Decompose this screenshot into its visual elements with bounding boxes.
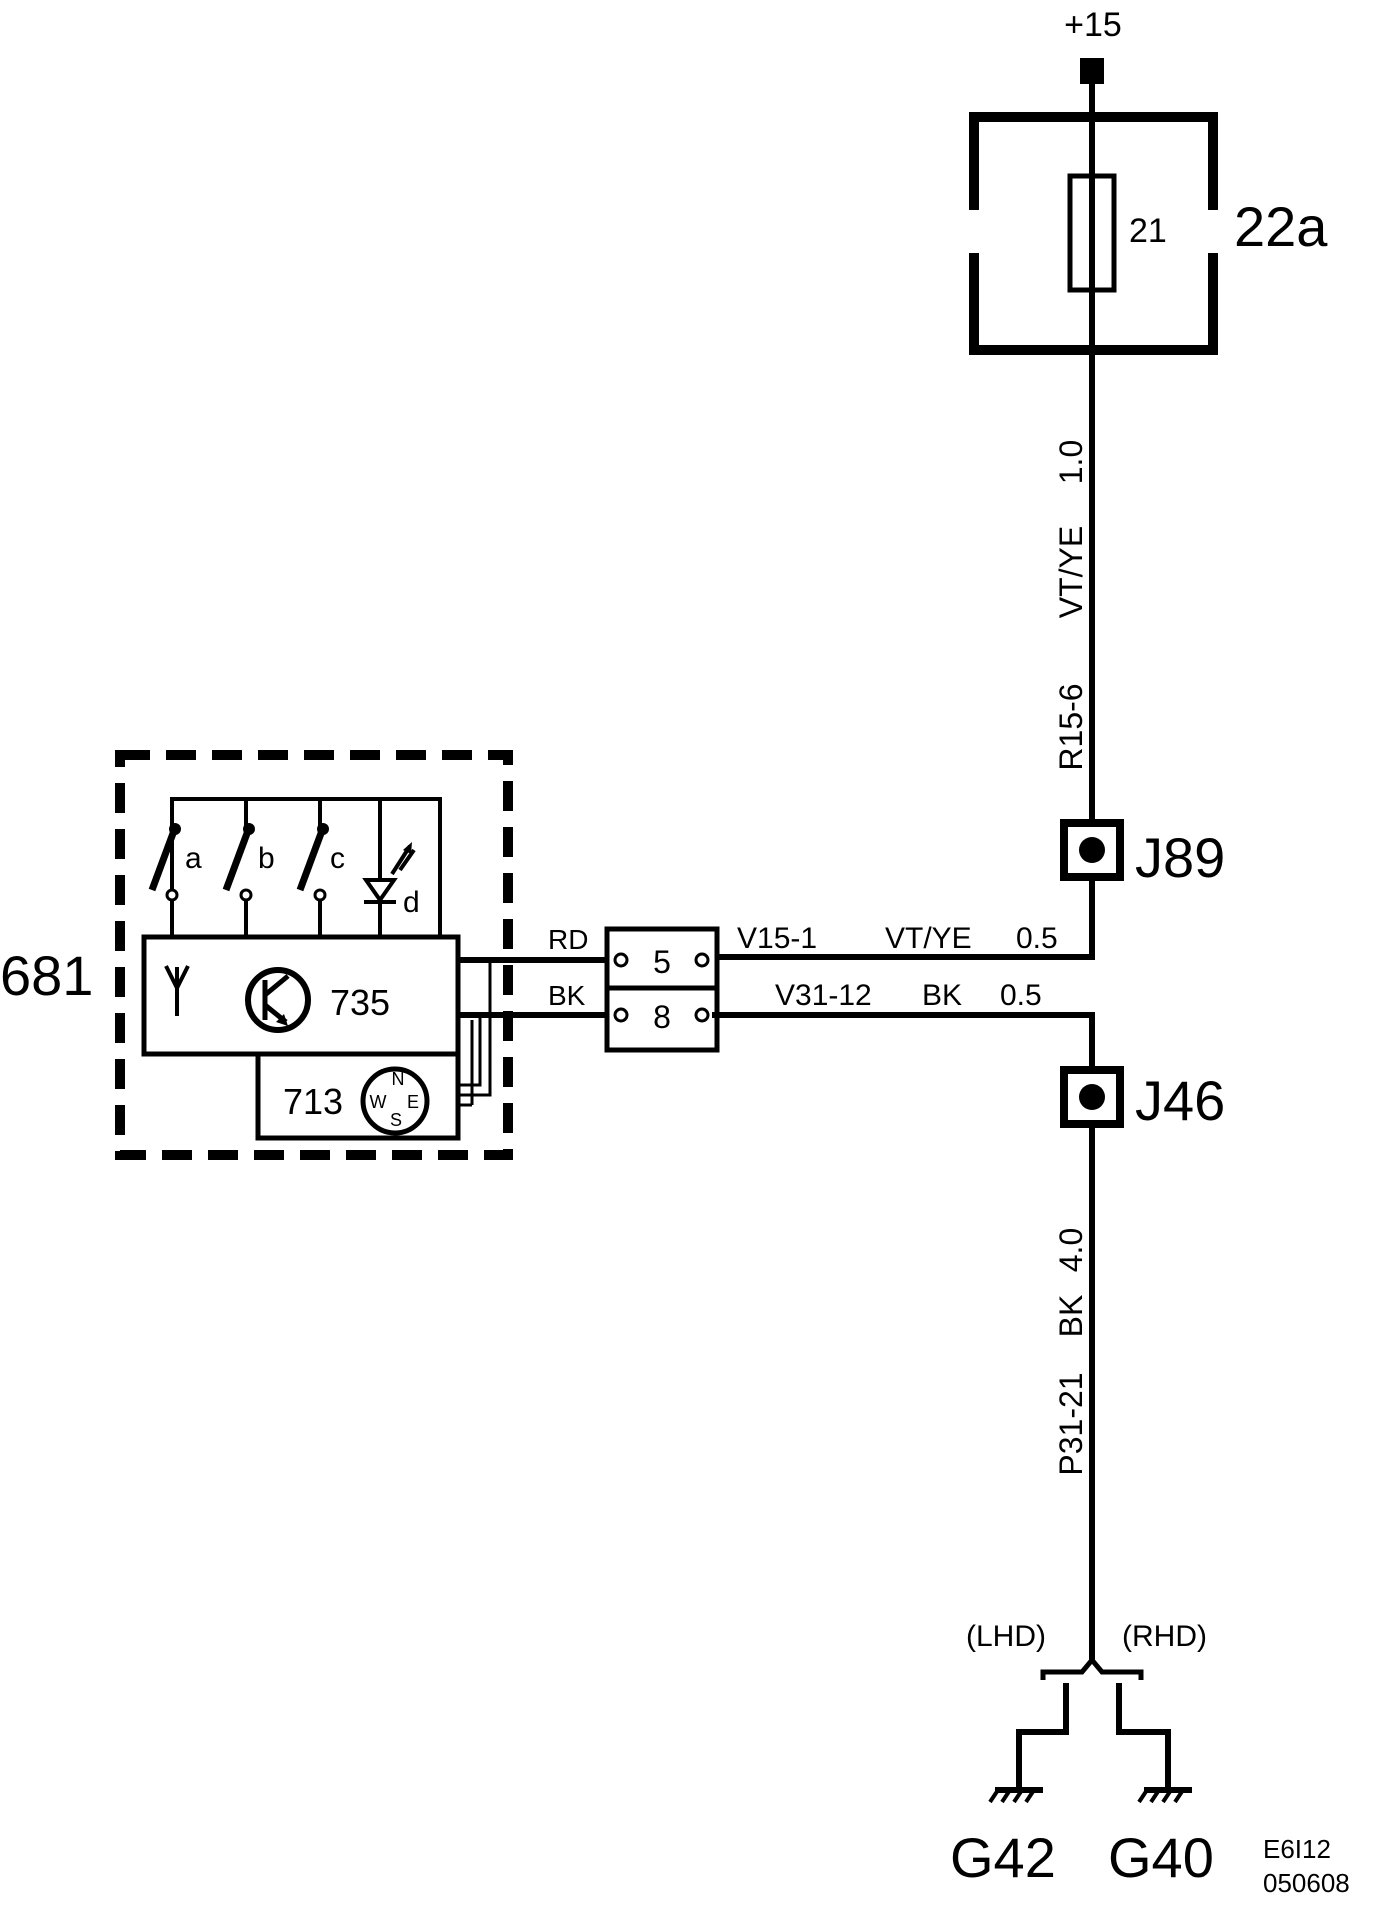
junction-j89-dot <box>1079 837 1105 863</box>
wire-upper-gauge: 1.0 <box>1053 440 1089 484</box>
wire-lower-color: BK <box>1053 1295 1089 1338</box>
compass-east: E <box>407 1092 419 1112</box>
module-internal-wiring <box>458 958 492 1107</box>
drawing-code-line1: E6I12 <box>1263 1834 1331 1864</box>
switch-a-label: a <box>185 842 202 875</box>
connector-pin-8-label: 8 <box>653 999 671 1035</box>
connector-pin-5 <box>613 952 710 968</box>
wire-upper-color: VT/YE <box>1053 526 1089 618</box>
ground-g42-icon <box>988 1683 1069 1804</box>
wire-v31-color: BK <box>922 979 962 1012</box>
wire-v15-color: VT/YE <box>885 922 972 955</box>
connector-pin-8 <box>613 1007 710 1023</box>
switch-b-label: b <box>258 842 275 875</box>
drawing-code-line2: 050608 <box>1263 1868 1350 1898</box>
junction-j46-label: J46 <box>1135 1069 1225 1132</box>
wire-j89-to-connector <box>712 877 1095 960</box>
ground-g40-icon <box>1116 1683 1192 1804</box>
compass-south: S <box>390 1110 402 1130</box>
ground-g42-label: G42 <box>950 1826 1056 1889</box>
fuse-box-id: 22a <box>1234 195 1328 258</box>
antenna-icon <box>164 965 190 1016</box>
compass-id: 713 <box>283 1081 343 1122</box>
wire-v15-gauge: 0.5 <box>1016 922 1058 955</box>
wire-connector-to-j46 <box>712 1012 1095 1070</box>
wire-v31-gauge: 0.5 <box>1000 979 1042 1012</box>
ground-g40-label: G40 <box>1108 1826 1214 1889</box>
supply-terminal <box>1080 58 1104 84</box>
transistor-icon <box>245 967 311 1033</box>
variant-rhd: (RHD) <box>1122 1620 1207 1653</box>
junction-j89-label: J89 <box>1135 826 1225 889</box>
led-d-icon <box>362 842 416 937</box>
wire-lower-circuit: P31-21 <box>1053 1372 1089 1475</box>
variant-split <box>1040 1656 1144 1680</box>
module-681-outline <box>115 750 513 1160</box>
switch-c-label: c <box>330 842 345 875</box>
compass-north: N <box>392 1069 405 1089</box>
wire-lower-gauge: 4.0 <box>1053 1228 1089 1272</box>
supply-label: +15 <box>1064 6 1122 44</box>
junction-j46-dot <box>1079 1084 1105 1110</box>
compass-west: W <box>370 1092 387 1112</box>
wire-v15-circuit: V15-1 <box>737 922 817 955</box>
variant-lhd: (LHD) <box>966 1620 1046 1653</box>
compass-icon: N E S W <box>360 1066 430 1136</box>
connector-pin-5-label: 5 <box>653 944 671 980</box>
module-id: 681 <box>0 944 93 1007</box>
switch-b <box>222 823 255 937</box>
wire-rd-label: RD <box>548 924 588 955</box>
receiver-id: 735 <box>330 982 390 1023</box>
switch-bus <box>170 797 442 937</box>
wire-bk-label: BK <box>548 980 586 1011</box>
led-d-label: d <box>403 886 420 919</box>
fuse-number: 21 <box>1129 212 1167 250</box>
wire-upper-circuit: R15-6 <box>1053 683 1089 770</box>
wire-v31-circuit: V31-12 <box>775 979 872 1012</box>
switch-c <box>296 823 329 937</box>
switch-a <box>148 823 181 937</box>
